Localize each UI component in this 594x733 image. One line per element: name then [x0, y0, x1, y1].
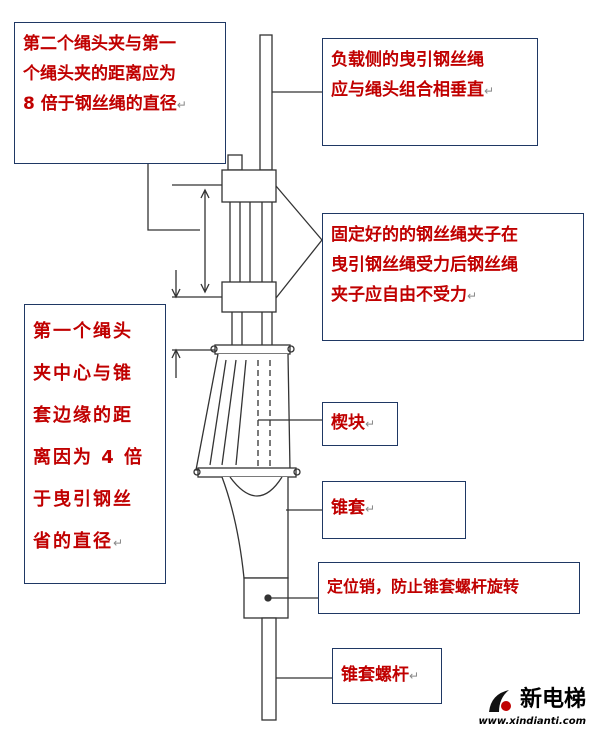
socket-flange-upper [214, 344, 291, 355]
label-line: 曳引钢丝绳受力后钢丝绳 [331, 255, 518, 275]
label-first-clip-distance: 第一个绳头 夹中心与锥 套边缘的距 离因为 4 倍 于曳引钢丝 省的直径↵ [24, 304, 166, 584]
label-line: 省的直径↵ [33, 521, 157, 564]
label-line: 夹子应自由不受力↵ [331, 280, 575, 311]
label-line-text: 锥套 [331, 498, 365, 518]
label-line: 个绳头夹的距离应为 [23, 64, 176, 84]
paragraph-mark: ↵ [365, 417, 376, 431]
label-line: 套边缘的距 [33, 405, 133, 426]
label-line: 8 倍于钢丝绳的直径↵ [23, 89, 217, 120]
socket-rod [261, 617, 277, 721]
paragraph-mark: ↵ [409, 669, 420, 683]
label-line: 于曳引钢丝 [33, 489, 133, 510]
label-line: 固定好的的钢丝绳夹子在 [331, 225, 518, 245]
label-line-text: 应与绳头组合相垂直 [331, 80, 484, 100]
label-socket: 锥套↵ [322, 481, 466, 539]
paragraph-mark: ↵ [113, 536, 126, 550]
label-line: 离因为 4 倍 [33, 447, 145, 468]
label-line-text: 锥套螺杆 [341, 665, 409, 685]
paragraph-mark: ↵ [484, 84, 495, 98]
label-line: 第一个绳头 [33, 321, 133, 342]
leader-fixed-clips-1 [275, 185, 323, 241]
paragraph-mark: ↵ [365, 502, 376, 516]
socket-body [195, 353, 291, 471]
socket-flange-lower [197, 467, 297, 478]
leader-clip-distance [147, 164, 200, 231]
label-line: 夹中心与锥 [33, 363, 133, 384]
label-line-text: 省的直径 [33, 531, 113, 552]
label-line: 负载侧的曳引钢丝绳 [331, 50, 484, 70]
label-line-text: 夹子应自由不受力 [331, 285, 467, 305]
watermark-logo-icon [488, 690, 511, 712]
label-line-text: 楔块 [331, 413, 365, 433]
paragraph-mark: ↵ [467, 289, 478, 303]
rope-tail-stub [227, 154, 243, 171]
label-line: 第二个绳头夹与第一 [23, 34, 176, 54]
label-line: 锥套↵ [331, 488, 457, 529]
rope-clip-upper [221, 169, 277, 203]
label-load-side: 负载侧的曳引钢丝绳 应与绳头组合相垂直↵ [322, 38, 538, 146]
label-clip-distance: 第二个绳头夹与第一 个绳头夹的距离应为 8 倍于钢丝绳的直径↵ [14, 22, 226, 164]
watermark-title: 新电梯 [519, 686, 586, 712]
rope-top [259, 34, 273, 171]
label-line: 楔块↵ [331, 409, 389, 438]
rope-clip-lower [221, 281, 277, 313]
paragraph-mark: ↵ [176, 98, 187, 112]
watermark: 新电梯 www.xindianti.com [478, 681, 586, 728]
label-line: 锥套螺杆↵ [341, 655, 433, 696]
label-locating-pin: 定位销，防止锥套螺杆旋转 [318, 562, 580, 614]
leader-fixed-clips-2 [275, 239, 323, 299]
label-wedge: 楔块↵ [322, 402, 398, 446]
label-fixed-clips: 固定好的的钢丝绳夹子在 曳引钢丝绳受力后钢丝绳 夹子应自由不受力↵ [322, 213, 584, 341]
label-line: 应与绳头组合相垂直↵ [331, 75, 529, 106]
watermark-url: www.xindianti.com [478, 716, 586, 727]
label-socket-rod: 锥套螺杆↵ [332, 648, 442, 704]
label-line: 定位销，防止锥套螺杆旋转 [327, 577, 520, 596]
label-line-text: 8 倍于钢丝绳的直径 [23, 94, 177, 114]
